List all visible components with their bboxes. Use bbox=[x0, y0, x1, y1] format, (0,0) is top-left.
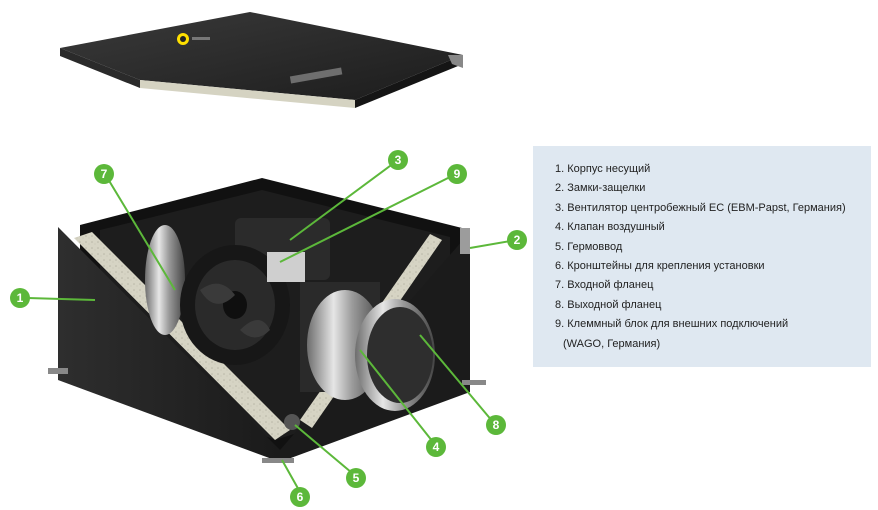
ec-fan bbox=[180, 218, 330, 365]
legend-item: 5. Гермоввод bbox=[555, 240, 623, 253]
legend-item: 8. Выходной фланец bbox=[555, 298, 662, 311]
callout-3: 3 bbox=[388, 150, 408, 170]
legend-item: 7. Входной фланец bbox=[555, 279, 654, 292]
svg-text:1: 1 bbox=[17, 291, 24, 305]
mounting-bracket bbox=[48, 368, 68, 374]
legend-item: 1. Корпус несущий bbox=[555, 163, 651, 175]
inlet-flange bbox=[145, 225, 185, 335]
svg-text:8: 8 bbox=[493, 418, 500, 432]
housing bbox=[48, 178, 486, 463]
lid bbox=[60, 12, 463, 108]
legend-item: 6. Кронштейны для крепления установки bbox=[555, 260, 765, 273]
callout-8: 8 bbox=[486, 415, 506, 435]
svg-text:4: 4 bbox=[433, 440, 440, 454]
legend-item: 3. Вентилятор центробежный ЕС (EBM-Papst… bbox=[555, 201, 846, 214]
callout-7: 7 bbox=[94, 164, 114, 184]
legend-panel: 1. Корпус несущий 2. Замки-защелки 3. Ве… bbox=[533, 146, 871, 367]
legend-item: 4. Клапан воздушный bbox=[555, 221, 665, 234]
callout-4: 4 bbox=[426, 437, 446, 457]
terminal-block bbox=[267, 252, 305, 282]
svg-text:2: 2 bbox=[514, 233, 521, 247]
legend-item: 9. Клеммный блок для внешних подключений bbox=[555, 318, 789, 331]
legend-item: 2. Замки-защелки bbox=[555, 182, 646, 195]
svg-text:7: 7 bbox=[101, 167, 108, 181]
mounting-bracket bbox=[462, 380, 486, 385]
svg-text:5: 5 bbox=[353, 471, 360, 485]
callout-1: 1 bbox=[10, 288, 30, 308]
svg-text:6: 6 bbox=[297, 490, 304, 504]
latch bbox=[460, 228, 470, 254]
brand-label bbox=[289, 67, 343, 84]
callout-5: 5 bbox=[346, 468, 366, 488]
callout-6: 6 bbox=[290, 487, 310, 507]
callout-9: 9 bbox=[447, 164, 467, 184]
legend-item-continuation: (WAGO, Германия) bbox=[563, 337, 661, 350]
mounting-bracket bbox=[262, 458, 294, 463]
svg-text:9: 9 bbox=[454, 167, 461, 181]
logo-icon bbox=[177, 33, 210, 45]
callout-2: 2 bbox=[507, 230, 527, 250]
legend-list: 1. Корпус несущий 2. Замки-защелки 3. Ве… bbox=[555, 160, 871, 354]
svg-text:3: 3 bbox=[395, 153, 402, 167]
